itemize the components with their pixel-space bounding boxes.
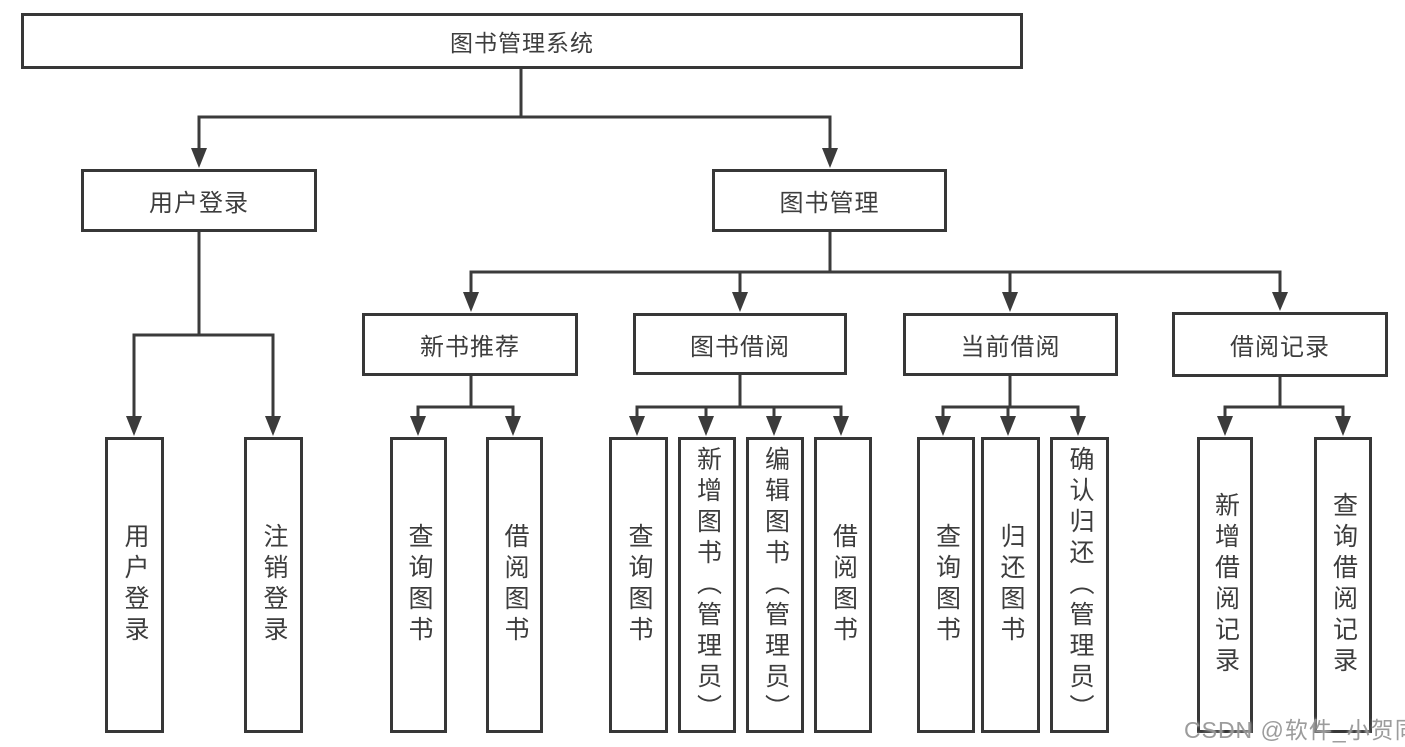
leaf-user-login: 用户登录 [105,437,164,733]
leaf-edit-book-admin: 编辑图书（管理员） [746,437,804,733]
leaf-query-books-borrowing: 查询图书 [609,437,668,733]
leaf-add-borrow-record: 新增借阅记录 [1197,437,1253,733]
node-library-management-system: 图书管理系统 [21,13,1023,69]
leaf-borrow-books-borrowing: 借阅图书 [814,437,872,733]
node-user-login: 用户登录 [81,169,317,232]
leaf-logout: 注销登录 [244,437,303,733]
watermark-text: CSDN @软件_小贺同学 [1184,717,1405,743]
node-book-borrowing: 图书借阅 [633,313,847,375]
node-borrowing-records: 借阅记录 [1172,312,1388,377]
node-current-borrowing: 当前借阅 [903,313,1118,376]
leaf-query-books-current: 查询图书 [917,437,975,733]
leaf-confirm-return-admin: 确认归还（管理员） [1050,437,1109,733]
leaf-borrow-books-recommend: 借阅图书 [486,437,543,733]
leaf-query-borrow-record: 查询借阅记录 [1314,437,1372,733]
node-book-management: 图书管理 [712,169,947,232]
leaf-add-book-admin: 新增图书（管理员） [678,437,736,733]
node-new-book-recommendation: 新书推荐 [362,313,578,376]
leaf-query-books-recommend: 查询图书 [390,437,447,733]
leaf-return-books: 归还图书 [981,437,1040,733]
